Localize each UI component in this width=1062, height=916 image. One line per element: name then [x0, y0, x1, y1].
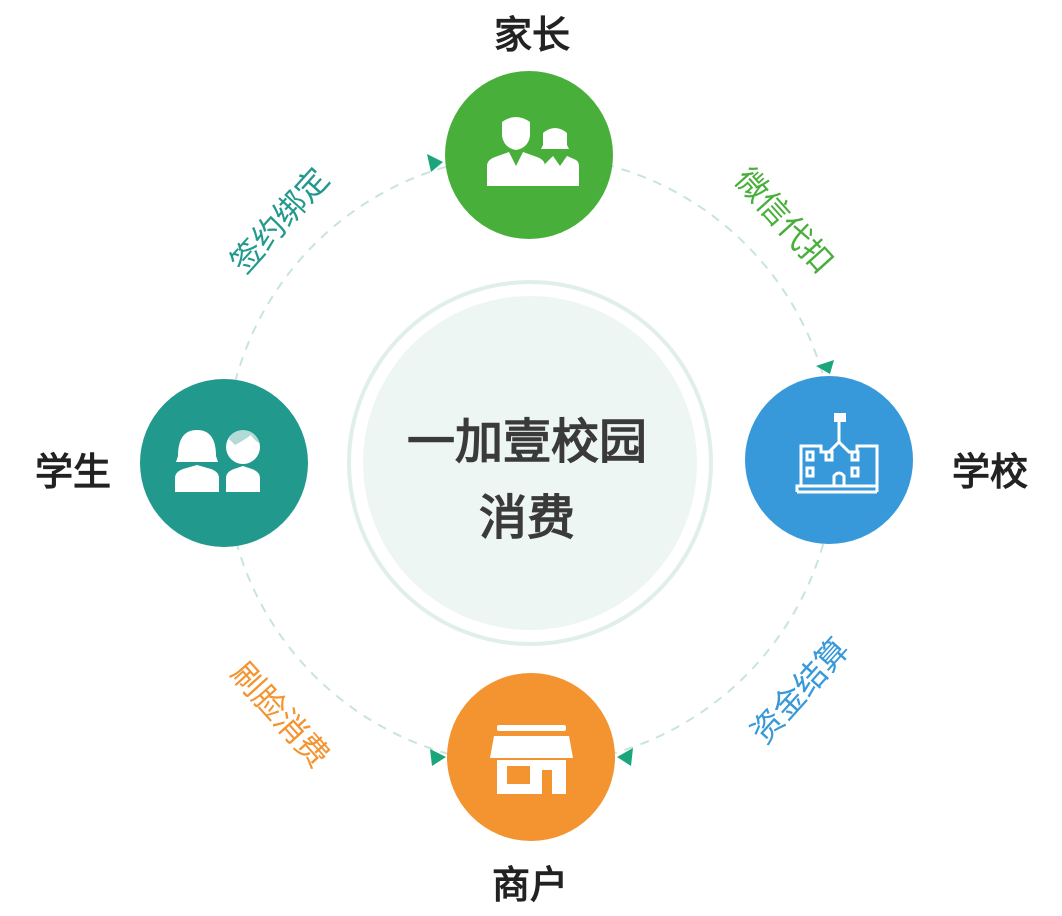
node-label-merchant: 商户 [492, 863, 568, 907]
flow-label-sign: 签约绑定 [223, 160, 337, 281]
center-title-line2: 消费 [479, 490, 575, 546]
node-label-student: 学生 [35, 450, 111, 494]
node-merchant: 商户 [447, 673, 615, 907]
arrow-to-merchant-right [617, 748, 633, 766]
parents-icon [487, 117, 579, 186]
node-parent: 家长 [445, 13, 613, 239]
arrow-to-merchant-left [430, 749, 446, 766]
flow-label-wechat: 微信代扣 [727, 160, 841, 281]
node-student: 学生 [35, 379, 308, 547]
node-school: 学校 [745, 376, 1028, 544]
node-label-parent: 家长 [494, 13, 570, 57]
arrow-to-parent [427, 154, 443, 172]
node-label-school: 学校 [952, 450, 1028, 494]
center-disc [363, 296, 697, 630]
center-title-line1: 一加壹校园 [407, 414, 647, 470]
flow-label-face: 刷脸消费 [223, 654, 337, 775]
arrow-to-school [816, 360, 834, 374]
students-icon [175, 429, 260, 492]
school-building-icon [795, 413, 879, 494]
flow-label-settle: 资金结算 [743, 630, 857, 751]
storefront-icon [490, 725, 573, 794]
